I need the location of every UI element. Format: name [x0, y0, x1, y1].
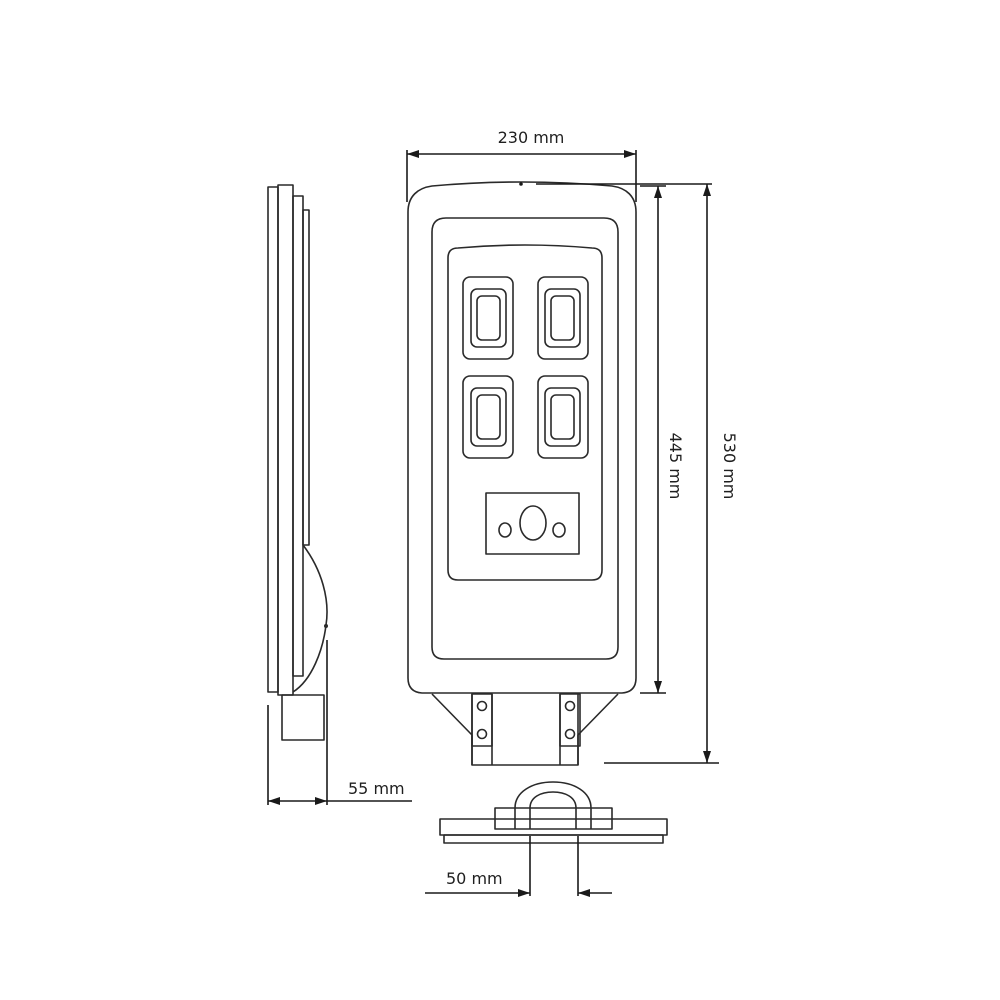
- led-module-1: [462, 276, 514, 360]
- depth-label: 55 mm: [348, 779, 405, 798]
- width-label: 230 mm: [498, 128, 565, 147]
- bottom-clamp-arc-inner: [529, 791, 577, 829]
- led-module-mid: [544, 288, 581, 348]
- bracket-bolt: [564, 728, 576, 740]
- led-module-4: [537, 375, 589, 459]
- bottom-view: [439, 781, 668, 844]
- sensor-box-frame: [485, 492, 580, 555]
- front-light-panel: [447, 244, 603, 581]
- led-module-inner: [550, 394, 575, 440]
- panel-height-dimension: 445 mm: [640, 185, 685, 694]
- bracket-bolt: [476, 728, 488, 740]
- sensor-lens: [519, 505, 547, 541]
- panel-height-label: 445 mm: [666, 433, 685, 500]
- side-screw-dot: [324, 624, 328, 628]
- side-panel-frame: [277, 184, 294, 696]
- depth-dimension: 55 mm: [267, 640, 412, 805]
- led-module-inner: [476, 295, 501, 341]
- led-module-outer: [462, 276, 514, 360]
- mount-dimension: 50 mm: [425, 836, 612, 897]
- height-label: 530 mm: [720, 433, 739, 500]
- led-module-mid: [544, 387, 581, 447]
- front-view: [407, 181, 637, 766]
- sensor-led-left: [498, 522, 512, 538]
- led-module-inner: [476, 394, 501, 440]
- side-panel-outer: [267, 186, 279, 693]
- front-solar-panel-border: [431, 217, 619, 660]
- led-module-outer: [537, 276, 589, 360]
- led-module-outer: [462, 375, 514, 459]
- front-housing-outline: [407, 181, 637, 694]
- side-panel-cell: [302, 209, 310, 546]
- side-housing-curve: [292, 544, 328, 693]
- mount-label: 50 mm: [446, 869, 503, 888]
- side-bracket: [281, 694, 325, 741]
- bracket-bolt: [564, 700, 576, 712]
- bracket-bolt: [476, 700, 488, 712]
- height-ext-dot: [519, 182, 523, 186]
- led-module-3: [462, 375, 514, 459]
- side-panel-layer: [292, 195, 304, 677]
- bottom-clamp-arc-outer: [514, 781, 592, 829]
- led-module-mid: [470, 288, 507, 348]
- led-module-outer: [537, 375, 589, 459]
- led-module-mid: [470, 387, 507, 447]
- bottom-base-strip: [443, 834, 664, 844]
- led-module-inner: [550, 295, 575, 341]
- side-view: [267, 184, 328, 741]
- sensor-box: [485, 492, 580, 555]
- bottom-base-plate: [439, 818, 668, 836]
- front-bracket: [431, 693, 619, 766]
- width-dimension: 230 mm: [406, 128, 637, 202]
- bottom-clamp-block: [494, 807, 613, 830]
- led-module-2: [537, 276, 589, 360]
- height-dimension: 530 mm: [519, 182, 739, 764]
- sensor-led-right: [552, 522, 566, 538]
- bracket-outline: [431, 693, 619, 766]
